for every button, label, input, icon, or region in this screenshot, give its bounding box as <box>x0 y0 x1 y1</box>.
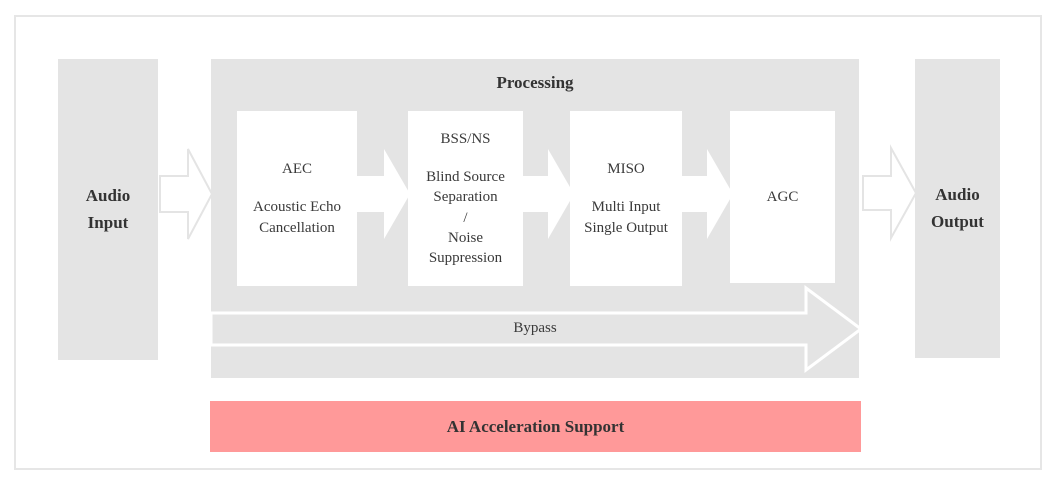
arrow-miso-to-agc-icon <box>677 149 733 239</box>
arrow-agc-to-output-icon <box>862 144 918 242</box>
stage-miso-title: MISO <box>607 161 645 178</box>
audio-output-label-line2: Output <box>931 211 984 231</box>
stage-aec-title: AEC <box>282 161 312 178</box>
arrow-bssns-to-miso-icon <box>518 149 574 239</box>
stage-bss-ns-sub-line3: / <box>463 209 468 226</box>
stage-aec-sub-line1: Acoustic Echo <box>253 199 341 216</box>
processing-title: Processing <box>496 73 574 92</box>
stage-bss-ns-sub-line5: Suppression <box>428 250 503 266</box>
stage-miso-sub-line1: Multi Input <box>591 199 661 216</box>
stage-aec-sub-line2: Cancellation <box>259 219 335 236</box>
stage-agc[interactable]: AGC <box>730 111 835 283</box>
ai-acceleration-support-label: AI Acceleration Support <box>446 416 625 436</box>
stage-bss-ns-title: BSS/NS <box>440 130 491 147</box>
stage-agc-title: AGC <box>766 188 799 205</box>
bypass-label: Bypass <box>513 320 557 336</box>
audio-input-label: Audio Input <box>86 183 130 236</box>
audio-output-label-line1: Audio <box>935 185 980 205</box>
stage-bss-ns[interactable]: BSS/NS Blind Source Separation / Noise S… <box>408 111 523 286</box>
stage-aec[interactable]: AEC Acoustic Echo Cancellation <box>237 111 357 286</box>
stage-miso[interactable]: MISO Multi Input Single Output <box>570 111 682 286</box>
arrow-input-to-aec-icon <box>159 148 214 240</box>
arrow-aec-to-bssns-icon <box>352 149 410 239</box>
stage-bss-ns-sub-line2: Separation <box>433 189 498 206</box>
stage-miso-sub-line2: Single Output <box>584 219 668 236</box>
ai-acceleration-support-bar: AI Acceleration Support <box>210 401 861 452</box>
stage-bss-ns-sub-line4: Noise <box>448 229 483 246</box>
stage-bss-ns-sub-line1: Blind Source <box>426 169 505 185</box>
audio-output-label: Audio Output <box>931 182 984 235</box>
audio-output-block: Audio Output <box>915 59 1000 358</box>
bypass-arrow-icon <box>209 285 864 373</box>
audio-input-block: Audio Input <box>58 59 158 360</box>
audio-input-label-line1: Audio <box>85 186 131 206</box>
audio-input-label-line2: Input <box>87 212 129 232</box>
